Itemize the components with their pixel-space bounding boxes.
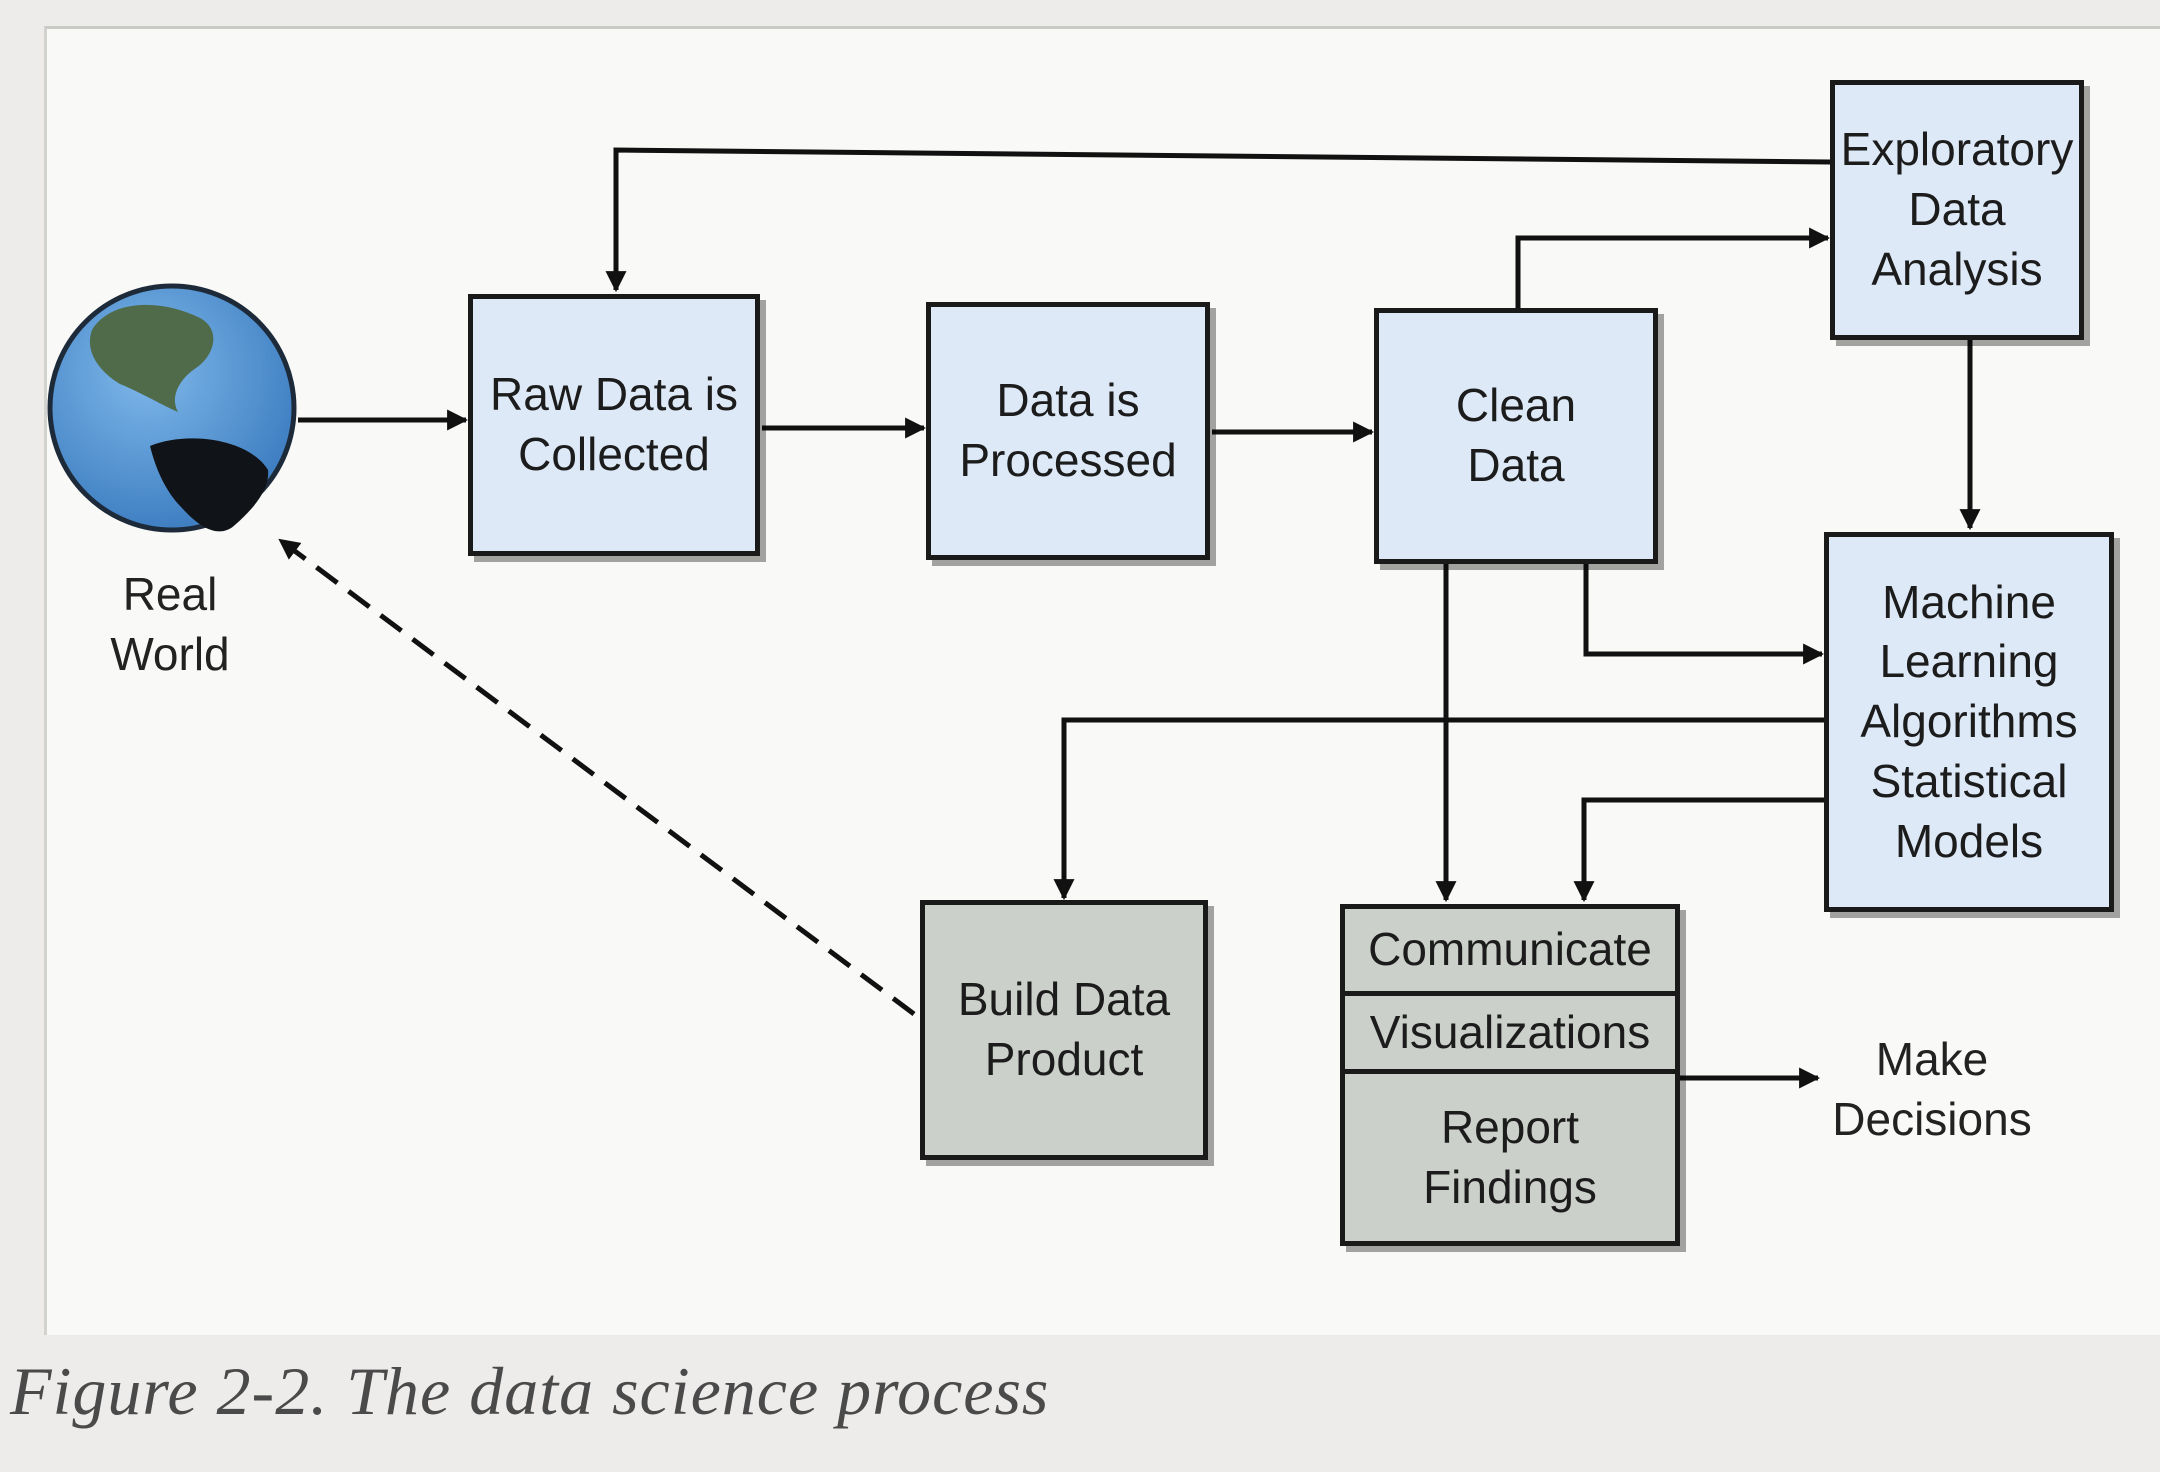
arrow-clean-to-eda <box>1515 227 1831 308</box>
arrow-eda-to-raw <box>605 147 1831 293</box>
machine-learning-box: Machine Learning Algorithms Statistical … <box>1824 532 2114 912</box>
arrow-ml-to-communicate <box>1573 797 1824 903</box>
arrow-ml-to-product <box>1053 717 1824 901</box>
figure-caption: Figure 2-2. The data science process <box>10 1353 1050 1429</box>
communicate-box: Communicate Visualizations Report Findin… <box>1340 904 1680 1246</box>
clean-data-box: Clean Data <box>1374 308 1658 564</box>
raw-data-collected-box: Raw Data is Collected <box>468 294 760 556</box>
diagram-connectors <box>47 147 1981 1089</box>
real-world-label: Real World <box>110 568 230 680</box>
communicate-cell: Communicate <box>1368 923 1652 976</box>
arrow-product-to-world <box>278 537 916 1017</box>
make-decisions-label: Make Decisions <box>1832 1033 2032 1145</box>
data-processed-box: Data is Processed <box>926 302 1210 560</box>
visualizations-cell: Visualizations <box>1345 991 1675 1069</box>
build-data-product-box: Build Data Product <box>920 900 1208 1160</box>
exploratory-data-analysis-box: Exploratory Data Analysis <box>1830 80 2084 340</box>
globe-icon <box>47 283 297 533</box>
report-findings-cell: Report Findings <box>1345 1069 1675 1241</box>
arrow-clean-to-ml <box>1583 560 1825 665</box>
